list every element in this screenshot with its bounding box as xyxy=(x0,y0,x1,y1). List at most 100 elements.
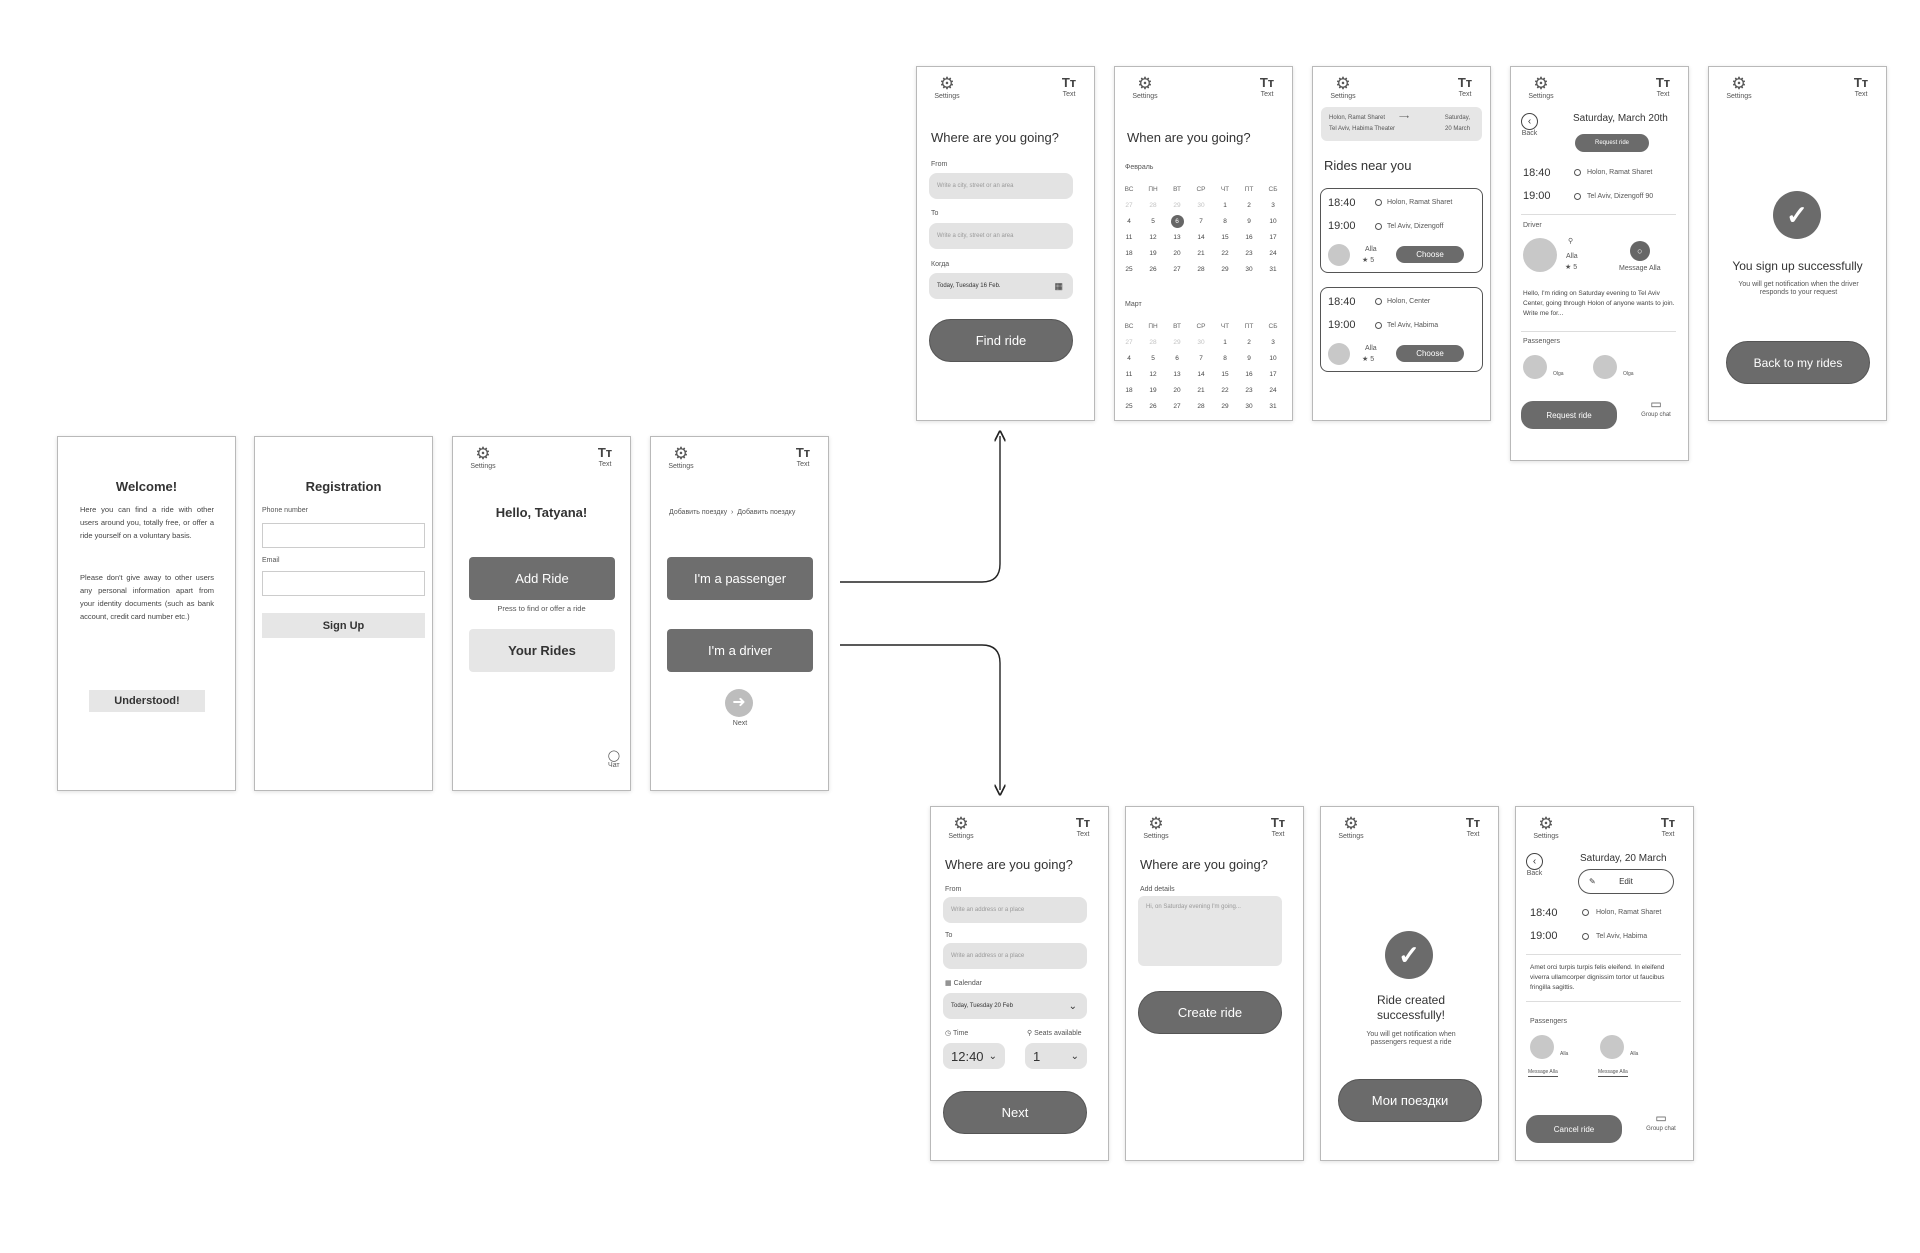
calendar-day[interactable]: 31 xyxy=(1269,403,1277,410)
find-ride-button[interactable]: Find ride xyxy=(929,319,1073,362)
back-to-my-rides-button[interactable]: Back to my rides xyxy=(1726,341,1870,384)
settings-button[interactable]: ⚙Settings xyxy=(661,445,701,471)
calendar-day[interactable]: 21 xyxy=(1197,250,1205,257)
calendar-day[interactable]: 26 xyxy=(1149,266,1157,273)
date-input[interactable]: Today, Tuesday 16 Feb. ▦ xyxy=(929,273,1073,299)
request-ride-top-button[interactable]: Request ride xyxy=(1575,134,1649,152)
back-button[interactable]: ‹ Back xyxy=(1526,853,1543,878)
message-passenger-link[interactable]: Message Alla xyxy=(1598,1069,1628,1077)
calendar-day[interactable]: 6 xyxy=(1175,355,1179,362)
group-chat-button[interactable]: ▭ Group chat xyxy=(1646,1111,1676,1132)
settings-button[interactable]: ⚙Settings xyxy=(1521,75,1561,101)
calendar-day[interactable]: 17 xyxy=(1269,234,1277,241)
calendar-day[interactable]: 12 xyxy=(1149,234,1157,241)
time-select[interactable]: 12:40 ⌄ xyxy=(943,1043,1005,1069)
choose-button[interactable]: Choose xyxy=(1396,246,1464,263)
request-ride-button[interactable]: Request ride xyxy=(1521,401,1617,429)
route-summary[interactable]: Holon, Ramat Sharet ⟶ Tel Aviv, Habima T… xyxy=(1321,107,1482,141)
calendar-day[interactable]: 28 xyxy=(1149,202,1157,209)
calendar-day[interactable]: 4 xyxy=(1127,355,1131,362)
next-button[interactable]: Next xyxy=(943,1091,1087,1134)
ride-card[interactable]: 18:40 Holon, Ramat Sharet 19:00 Tel Aviv… xyxy=(1320,188,1483,273)
calendar-day[interactable]: 13 xyxy=(1173,371,1181,378)
calendar-day[interactable]: 5 xyxy=(1151,355,1155,362)
to-input[interactable]: Write a city, street or an area xyxy=(929,223,1073,249)
calendar-day[interactable]: 24 xyxy=(1269,387,1277,394)
calendar-day[interactable]: 27 xyxy=(1173,403,1181,410)
calendar-day[interactable]: 25 xyxy=(1125,266,1133,273)
calendar-day[interactable]: 17 xyxy=(1269,371,1277,378)
calendar-day[interactable]: 7 xyxy=(1199,218,1203,225)
message-passenger-link[interactable]: Message Alla xyxy=(1528,1069,1558,1077)
my-rides-button[interactable]: Мои поездки xyxy=(1338,1079,1482,1122)
calendar-day[interactable]: 14 xyxy=(1197,234,1205,241)
settings-button[interactable]: ⚙Settings xyxy=(1526,815,1566,841)
calendar-day[interactable]: 24 xyxy=(1269,250,1277,257)
calendar-day[interactable]: 12 xyxy=(1149,371,1157,378)
calendar-day[interactable]: 27 xyxy=(1125,339,1133,346)
calendar-day[interactable]: 10 xyxy=(1269,218,1277,225)
calendar-day[interactable]: 15 xyxy=(1221,234,1229,241)
calendar-day[interactable]: 4 xyxy=(1127,218,1131,225)
calendar-day[interactable]: 8 xyxy=(1223,218,1227,225)
calendar-day[interactable]: 30 xyxy=(1245,266,1253,273)
calendar-day[interactable]: 14 xyxy=(1197,371,1205,378)
calendar-day[interactable]: 16 xyxy=(1245,234,1253,241)
calendar-day[interactable]: 1 xyxy=(1223,339,1227,346)
settings-button[interactable]: ⚙Settings xyxy=(1331,815,1371,841)
from-input[interactable]: Write an address or a place xyxy=(943,897,1087,923)
calendar-day[interactable]: 5 xyxy=(1151,218,1155,225)
group-chat-button[interactable]: ▭ Group chat xyxy=(1641,397,1671,418)
calendar-day[interactable]: 29 xyxy=(1221,403,1229,410)
calendar-day[interactable]: 29 xyxy=(1173,202,1181,209)
calendar-day[interactable]: 20 xyxy=(1173,250,1181,257)
calendar-day[interactable]: 31 xyxy=(1269,266,1277,273)
settings-button[interactable]: ⚙Settings xyxy=(941,815,981,841)
next-button[interactable]: ➜ Next xyxy=(725,689,755,728)
chat-button[interactable]: ◯ Чат xyxy=(607,750,620,769)
calendar-day[interactable]: 2 xyxy=(1247,202,1251,209)
add-ride-button[interactable]: Add Ride xyxy=(469,557,615,600)
settings-button[interactable]: ⚙Settings xyxy=(1323,75,1363,101)
calendar-day[interactable]: 27 xyxy=(1173,266,1181,273)
your-rides-button[interactable]: Your Rides xyxy=(469,629,615,672)
passenger-button[interactable]: I'm a passenger xyxy=(667,557,813,600)
seats-select[interactable]: 1 ⌄ xyxy=(1025,1043,1087,1069)
calendar-day[interactable]: 23 xyxy=(1245,387,1253,394)
calendar-day[interactable]: 30 xyxy=(1197,202,1205,209)
edit-button[interactable]: ✎ Edit xyxy=(1578,869,1674,894)
back-button[interactable]: ‹ Back xyxy=(1521,113,1538,138)
details-textarea[interactable]: Hi, on Saturday evening I'm going... xyxy=(1138,896,1282,966)
ride-card[interactable]: 18:40 Holon, Center 19:00 Tel Aviv, Habi… xyxy=(1320,287,1483,372)
from-input[interactable]: Write a city, street or an area xyxy=(929,173,1073,199)
calendar-day[interactable]: 6 xyxy=(1170,215,1184,228)
driver-button[interactable]: I'm a driver xyxy=(667,629,813,672)
calendar-day[interactable]: 18 xyxy=(1125,250,1133,257)
settings-button[interactable]: ⚙Settings xyxy=(463,445,503,471)
calendar-day[interactable]: 11 xyxy=(1125,371,1133,378)
calendar-day[interactable]: 1 xyxy=(1223,202,1227,209)
calendar-day[interactable]: 29 xyxy=(1221,266,1229,273)
calendar-day[interactable]: 2 xyxy=(1247,339,1251,346)
calendar-day[interactable]: 10 xyxy=(1269,355,1277,362)
calendar-day[interactable]: 18 xyxy=(1125,387,1133,394)
calendar-day[interactable]: 30 xyxy=(1245,403,1253,410)
calendar-day[interactable]: 3 xyxy=(1271,339,1275,346)
create-ride-button[interactable]: Create ride xyxy=(1138,991,1282,1034)
calendar-day[interactable]: 16 xyxy=(1245,371,1253,378)
calendar-day[interactable]: 28 xyxy=(1197,266,1205,273)
calendar-day[interactable]: 28 xyxy=(1197,403,1205,410)
calendar-day[interactable]: 19 xyxy=(1149,387,1157,394)
email-input[interactable] xyxy=(262,571,425,596)
calendar-day[interactable]: 8 xyxy=(1223,355,1227,362)
